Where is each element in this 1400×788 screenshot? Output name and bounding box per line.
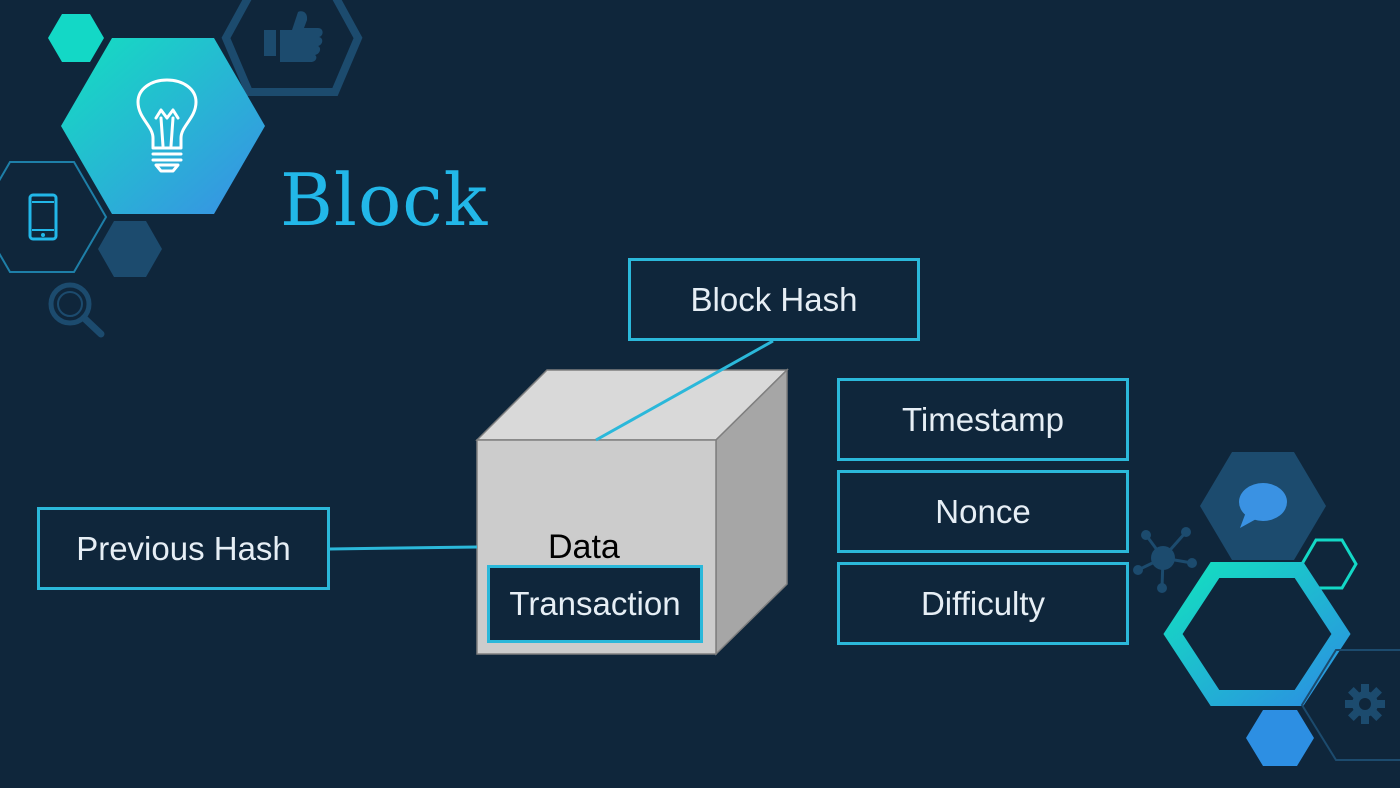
connector-previous-hash	[328, 545, 478, 551]
gear-icon	[1345, 684, 1385, 724]
hexagon-dark-small	[98, 221, 162, 277]
slide-title: Block	[280, 158, 489, 242]
hexagon-outline-top	[221, 0, 363, 96]
hexagon-small-teal	[48, 14, 104, 62]
network-icon	[1133, 527, 1197, 593]
hexagon-outline-left	[0, 161, 108, 273]
hexagon-ring-large	[1163, 562, 1351, 706]
transaction-box: Transaction	[487, 565, 703, 643]
hexagon-outline-gear	[1300, 649, 1400, 761]
connector-block-hash	[595, 339, 774, 442]
search-icon	[48, 282, 105, 338]
hexagon-blue-bottom	[1246, 710, 1314, 766]
data-label: Data	[548, 528, 620, 566]
nonce-box: Nonce	[837, 470, 1129, 553]
lightbulb-icon	[136, 78, 198, 173]
previous-hash-box: Previous Hash	[37, 507, 330, 590]
thumbs-up-icon	[264, 11, 323, 62]
timestamp-box: Timestamp	[837, 378, 1129, 461]
smartphone-icon	[28, 193, 58, 241]
difficulty-box: Difficulty	[837, 562, 1129, 645]
chat-bubble-icon	[1239, 483, 1287, 528]
block-hash-box: Block Hash	[628, 258, 920, 341]
